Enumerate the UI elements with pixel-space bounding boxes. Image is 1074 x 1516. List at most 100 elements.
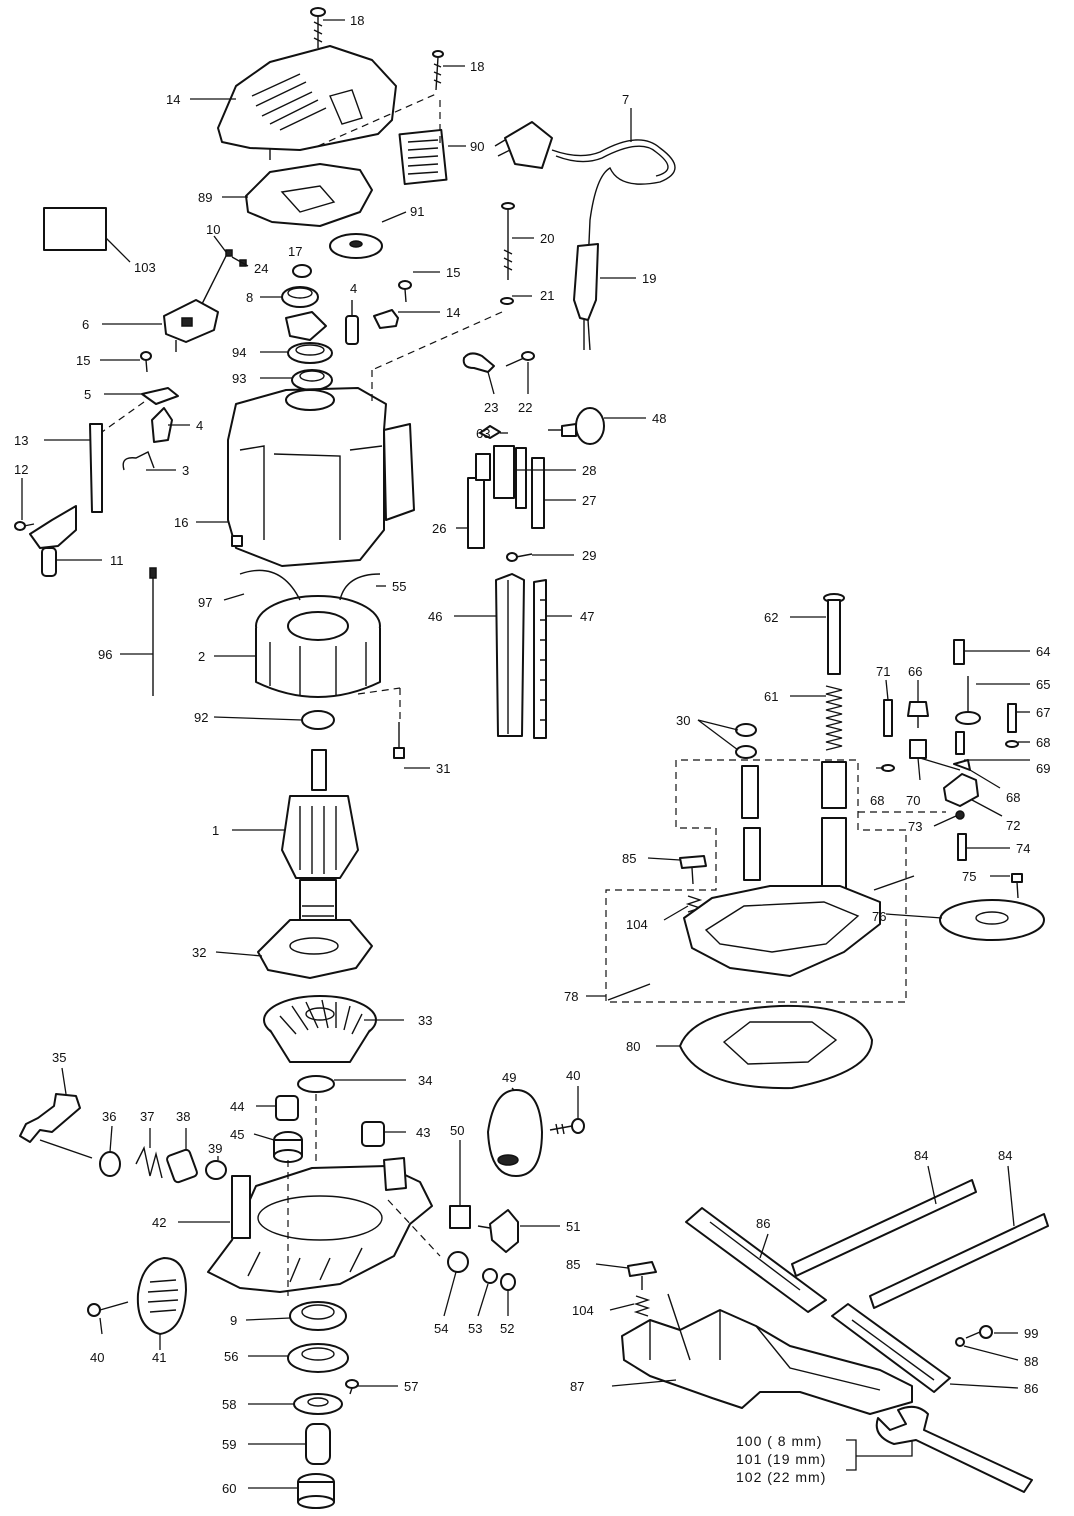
spring-64 xyxy=(953,639,965,665)
callout-104b: 104 xyxy=(572,1303,594,1318)
callout-35: 35 xyxy=(52,1050,66,1065)
screw-74 xyxy=(957,833,967,861)
callout-32: 32 xyxy=(192,945,206,960)
motor-cap-14 xyxy=(217,45,397,160)
callout-18b: 18 xyxy=(470,59,484,74)
callout-63: 63 xyxy=(476,426,490,441)
rod-guide xyxy=(873,875,915,891)
callout-43: 43 xyxy=(416,1125,430,1140)
cap-54 xyxy=(447,1251,469,1273)
callout-20: 20 xyxy=(540,231,554,246)
knob-51 xyxy=(477,1209,519,1253)
spring-104-lower xyxy=(633,1295,651,1317)
card-103 xyxy=(43,207,107,251)
callout-3: 3 xyxy=(182,463,189,478)
screw-57 xyxy=(345,1379,359,1395)
callout-70: 70 xyxy=(906,793,920,808)
collet-59 xyxy=(305,1423,331,1465)
callout-14a: 14 xyxy=(166,92,180,107)
washer-36 xyxy=(99,1151,121,1177)
callout-61: 61 xyxy=(764,689,778,704)
collet-58 xyxy=(293,1393,343,1415)
cam-72 xyxy=(943,773,979,807)
callout-57: 57 xyxy=(404,1379,418,1394)
callout-23: 23 xyxy=(484,400,498,415)
callout-6: 6 xyxy=(82,317,89,332)
callout-49: 49 xyxy=(502,1070,516,1085)
nut-39 xyxy=(205,1160,227,1180)
callout-104a: 104 xyxy=(626,917,648,932)
callout-12: 12 xyxy=(14,462,28,477)
pin-38 xyxy=(166,1148,198,1184)
screw-40-left xyxy=(87,1301,129,1317)
callout-69: 69 xyxy=(1036,761,1050,776)
callout-96: 96 xyxy=(98,647,112,662)
callout-16: 16 xyxy=(174,515,188,530)
lever-23 xyxy=(462,352,495,373)
callout-71: 71 xyxy=(876,664,890,679)
callout-73: 73 xyxy=(908,819,922,834)
callout-62: 62 xyxy=(764,610,778,625)
callout-55: 55 xyxy=(392,579,406,594)
callout-76: 76 xyxy=(872,909,886,924)
washer-88 xyxy=(955,1337,965,1347)
callout-91: 91 xyxy=(410,204,424,219)
brush-4-lower xyxy=(151,407,173,443)
guide-rods-84 xyxy=(791,1179,1049,1309)
knob-85-upper xyxy=(679,855,707,885)
callout-15a: 15 xyxy=(446,265,460,280)
gasket-89 xyxy=(245,163,373,227)
callout-59: 59 xyxy=(222,1437,236,1452)
callout-52: 52 xyxy=(500,1321,514,1336)
callout-75: 75 xyxy=(962,869,976,884)
column-26 xyxy=(467,453,491,549)
callout-41: 41 xyxy=(152,1350,166,1365)
switch-6 xyxy=(163,299,219,352)
screw-15-left xyxy=(140,351,152,373)
wire-96 xyxy=(149,567,157,696)
callout-45: 45 xyxy=(230,1127,244,1142)
callout-84b: 84 xyxy=(998,1148,1012,1163)
fence-86-upper xyxy=(685,1207,827,1313)
screw-71 xyxy=(883,699,893,737)
pad-50 xyxy=(449,1205,471,1229)
nuts-30 xyxy=(735,723,757,759)
label-plate-90 xyxy=(398,128,448,186)
motor-housing-16 xyxy=(227,387,415,567)
callout-18a: 18 xyxy=(350,13,364,28)
callout-40b: 40 xyxy=(90,1350,104,1365)
knob-66 xyxy=(907,701,929,728)
callout-93: 93 xyxy=(232,371,246,386)
callout-36: 36 xyxy=(102,1109,116,1124)
callout-34: 34 xyxy=(418,1073,432,1088)
washer-34 xyxy=(297,1075,335,1093)
wrench-100-102 xyxy=(875,1405,1033,1493)
callout-74: 74 xyxy=(1016,841,1030,856)
screw-12 xyxy=(14,521,35,531)
knob-91 xyxy=(329,233,383,259)
callout-54: 54 xyxy=(434,1321,448,1336)
callout-66: 66 xyxy=(908,664,922,679)
callout-50: 50 xyxy=(450,1123,464,1138)
callout-78: 78 xyxy=(564,989,578,1004)
wrench-size-101: 101 (19 mm) xyxy=(736,1451,826,1467)
callout-27: 27 xyxy=(582,493,596,508)
callout-14b: 14 xyxy=(446,305,460,320)
fan-33 xyxy=(263,995,377,1063)
callout-60: 60 xyxy=(222,1481,236,1496)
lever-35 xyxy=(19,1093,93,1159)
callout-90: 90 xyxy=(470,139,484,154)
bushing-44 xyxy=(275,1095,299,1121)
callout-56: 56 xyxy=(224,1349,238,1364)
callout-68b: 68 xyxy=(870,793,884,808)
ball-73 xyxy=(955,810,965,820)
base-78 xyxy=(607,885,881,1001)
callout-88: 88 xyxy=(1024,1354,1038,1369)
callout-4b: 4 xyxy=(196,418,203,433)
callout-85a: 85 xyxy=(622,851,636,866)
assembly-guides xyxy=(101,93,503,1296)
nut-60 xyxy=(297,1473,335,1509)
pin-67 xyxy=(1007,703,1017,733)
spring-69 xyxy=(955,731,965,755)
callout-87: 87 xyxy=(570,1379,584,1394)
